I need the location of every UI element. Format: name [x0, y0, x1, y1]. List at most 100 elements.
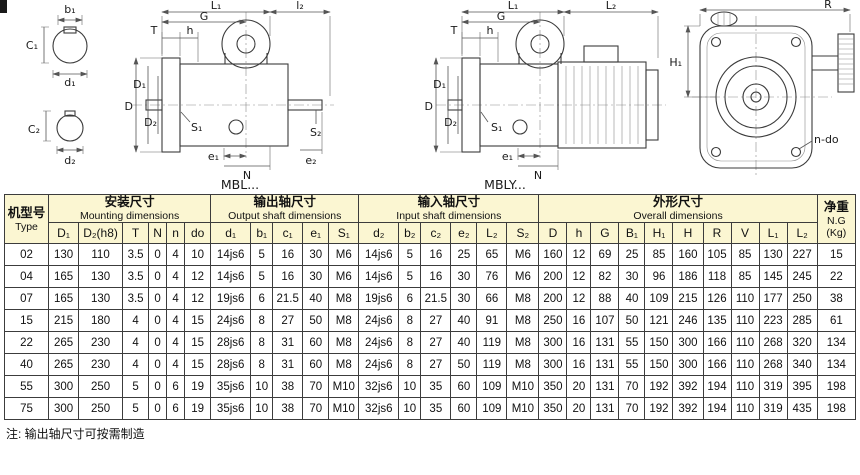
dimension-value-cell: 20 — [566, 397, 592, 420]
dimension-value-cell: 50 — [618, 309, 646, 332]
dimension-value-cell: 177 — [758, 287, 788, 310]
dim-label-mbl-n: N — [243, 169, 251, 182]
dimension-value-cell: 96 — [644, 265, 674, 288]
dim-label-mbl-h: h — [187, 24, 194, 37]
dimension-value-cell: 119 — [476, 331, 508, 354]
dimension-value-cell: 110 — [730, 309, 760, 332]
dimension-value-cell: 126 — [702, 287, 732, 310]
dimension-value-cell: 131 — [590, 331, 620, 354]
dimension-value-cell: 10 — [398, 397, 422, 420]
dimension-value-cell: 105 — [702, 243, 732, 266]
dim-label-mbly-d: D — [425, 100, 433, 113]
column-header-15: L₂ — [476, 222, 508, 244]
dim-label-mbly-e1: e₁ — [502, 150, 513, 163]
dimension-value-cell: 12 — [566, 287, 592, 310]
overall-header-en: Overall dimensions — [633, 210, 723, 222]
dimension-value-cell: 5 — [398, 243, 422, 266]
dimension-value-cell: 5 — [122, 375, 150, 398]
dimension-value-cell: 150 — [644, 331, 674, 354]
column-header-23: R — [702, 222, 732, 244]
dimension-value-cell: 35 — [420, 397, 452, 420]
dimension-value-cell: 107 — [590, 309, 620, 332]
dimension-value-cell: 265 — [48, 353, 80, 376]
column-header-19: G — [590, 222, 620, 244]
dimension-value-cell: 16 — [272, 243, 304, 266]
dimension-value-cell: 131 — [590, 353, 620, 376]
col-group-overall: 外形尺寸 Overall dimensions — [538, 194, 818, 223]
column-header-2: T — [122, 222, 150, 244]
dimension-value-cell: 435 — [786, 397, 818, 420]
dimension-value-cell: 131 — [590, 375, 620, 398]
dimension-value-cell: 6 — [250, 287, 274, 310]
dimension-value-cell: 6 — [166, 375, 186, 398]
dimension-value-cell: 180 — [78, 309, 124, 332]
dimension-value-cell: 109 — [476, 375, 508, 398]
mounting-header-zh: 安装尺寸 — [104, 195, 155, 210]
dim-label-mbl-d1: D₁ — [133, 78, 146, 91]
column-header-16: S₂ — [506, 222, 540, 244]
mbly-drawing: L₁ G L₂ T h D D₁ D₂ S₁ e₁ N MBLY... — [425, 0, 666, 192]
dimension-value-cell: 32js6 — [358, 375, 400, 398]
dimension-value-cell: 4 — [122, 331, 150, 354]
dim-label-mbly-n: N — [534, 169, 542, 182]
dim-label-mbl-g: G — [200, 10, 209, 23]
dimension-value-cell: 30 — [450, 265, 478, 288]
dimension-value-cell: 30 — [618, 265, 646, 288]
dimension-value-cell: M6 — [506, 265, 540, 288]
shaft-section-drawings: b₁ C₁ d₁ C₂ d₂ — [26, 3, 88, 167]
dimension-value-cell: 119 — [476, 353, 508, 376]
dimension-value-cell: 300 — [48, 397, 80, 420]
col-group-mounting: 安装尺寸 Mounting dimensions — [48, 194, 212, 223]
dimension-value-cell: 285 — [786, 309, 818, 332]
dimension-value-cell: 134 — [816, 353, 857, 376]
dimension-value-cell: 25 — [618, 243, 646, 266]
dim-label-d1: d₁ — [64, 76, 75, 89]
dimension-value-cell: 3.5 — [122, 287, 150, 310]
dimension-value-cell: 15 — [184, 331, 212, 354]
dimension-value-cell: 250 — [538, 309, 568, 332]
dimension-value-cell: 395 — [786, 375, 818, 398]
dimension-value-cell: 8 — [250, 309, 274, 332]
dimension-value-cell: 110 — [730, 375, 760, 398]
dimension-value-cell: 4 — [166, 309, 186, 332]
dim-label-mbl-s1: S₁ — [191, 121, 202, 134]
column-header-26: L₂ — [786, 222, 818, 244]
dimension-value-cell: 165 — [48, 287, 80, 310]
dimension-value-cell: 0 — [148, 353, 168, 376]
dimension-value-cell: 38 — [816, 287, 857, 310]
dimension-value-cell: 192 — [644, 375, 674, 398]
dimension-value-cell: 50 — [302, 309, 330, 332]
dimension-value-cell: M10 — [506, 375, 540, 398]
dimension-value-cell: 300 — [672, 331, 704, 354]
model-type-cell: 55 — [3, 375, 50, 398]
dimension-value-cell: 22 — [816, 265, 857, 288]
dimension-value-cell: 40 — [618, 287, 646, 310]
dimension-value-cell: 6 — [166, 397, 186, 420]
column-header-18: h — [566, 222, 592, 244]
dimension-value-cell: 160 — [538, 243, 568, 266]
dimension-value-cell: 110 — [730, 353, 760, 376]
dim-label-c2: C₂ — [28, 123, 40, 136]
dimension-value-cell: 3.5 — [122, 243, 150, 266]
dimension-value-cell: 130 — [758, 243, 788, 266]
dimension-value-cell: 12 — [566, 265, 592, 288]
weight-header-zh: 净重 — [823, 199, 849, 214]
dimension-value-cell: 91 — [476, 309, 508, 332]
dimension-value-cell: 392 — [672, 375, 704, 398]
dim-label-mbly-d2: D₂ — [444, 116, 457, 129]
dimension-value-cell: 300 — [672, 353, 704, 376]
dimension-value-cell: 186 — [672, 265, 704, 288]
dim-label-mbl-e1: e₁ — [208, 150, 219, 163]
dimension-value-cell: 19 — [184, 375, 212, 398]
scan-artifact — [0, 0, 7, 13]
column-header-9: e₁ — [302, 222, 330, 244]
dimension-value-cell: 60 — [302, 331, 330, 354]
dim-label-mbly-h: h — [487, 24, 494, 37]
dimension-value-cell: 12 — [184, 265, 212, 288]
dimension-value-cell: 38 — [272, 375, 304, 398]
dimension-value-cell: 3.5 — [122, 265, 150, 288]
dimension-value-cell: 300 — [48, 375, 80, 398]
